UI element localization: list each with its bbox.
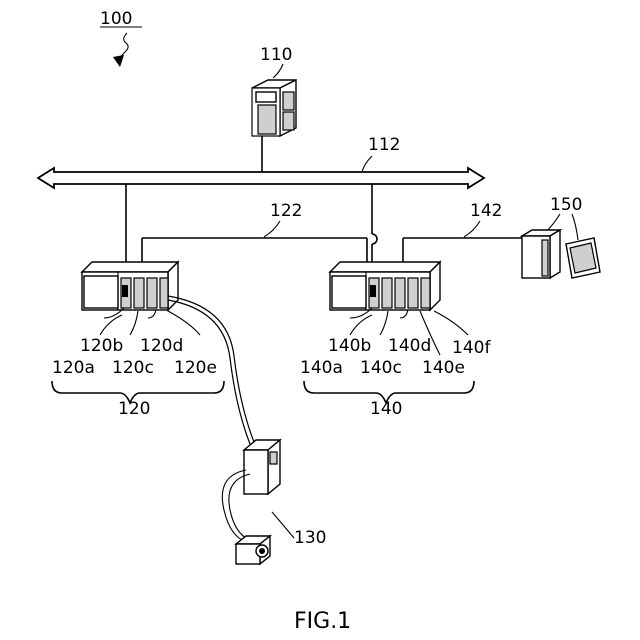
server-icon xyxy=(252,80,296,136)
unit-120e-leader xyxy=(168,311,200,335)
bus-crossover xyxy=(372,234,377,244)
plc-right-icon xyxy=(330,262,440,310)
plc-right-ref-label: 140 xyxy=(370,399,402,419)
unit-140f-label: 140f xyxy=(452,338,491,358)
unit-120a-leader xyxy=(100,315,122,335)
field-network-right-ref-leader xyxy=(464,221,480,237)
unit-140f-leader xyxy=(434,311,468,335)
plc-left-icon xyxy=(82,262,178,310)
unit-140b-label: 140b xyxy=(328,336,371,356)
figure-caption: FIG.1 xyxy=(294,609,351,634)
unit-140e-label: 140e xyxy=(422,358,465,378)
unit-140c-label: 140c xyxy=(360,358,402,378)
unit-120e-label: 120e xyxy=(174,358,217,378)
unit-120a-label: 120a xyxy=(52,358,95,378)
device-controller-icon xyxy=(244,440,280,494)
terminals-ref-leader-pc xyxy=(548,214,560,230)
desktop-pc-icon xyxy=(522,230,560,278)
unit-120c-label: 120c xyxy=(112,358,154,378)
terminals-ref-leader-tablet xyxy=(572,214,578,240)
tablet-icon xyxy=(566,238,600,278)
device-ref-leader xyxy=(272,512,294,538)
unit-120b-label: 120b xyxy=(80,336,123,356)
system-ref-label: 100 xyxy=(100,9,132,29)
unit-140a-label: 140a xyxy=(300,358,343,378)
camera-icon xyxy=(236,536,270,564)
unit-140d-label: 140d xyxy=(388,336,431,356)
server-ref-label: 110 xyxy=(260,45,292,65)
network-bus-ref-label: 112 xyxy=(368,135,400,155)
field-network-left-ref-leader xyxy=(264,221,280,237)
device-camera-cable-a xyxy=(222,470,246,542)
device-ref-label: 130 xyxy=(294,528,326,548)
plc-left-ref-label: 120 xyxy=(118,399,150,419)
unit-140c-leader xyxy=(380,311,388,335)
system-ref-arrowhead xyxy=(113,55,124,67)
unit-120d-label: 120d xyxy=(140,336,183,356)
field-network-left-ref-label: 122 xyxy=(270,201,302,221)
terminals-ref-label: 150 xyxy=(550,195,582,215)
unit-140d-leader xyxy=(400,310,408,318)
network-bus-ref-leader xyxy=(362,156,372,172)
server-ref-leader xyxy=(273,64,283,78)
field-network-right-ref-label: 142 xyxy=(470,201,502,221)
unit-120c-leader xyxy=(130,311,138,335)
network-bus-arrow xyxy=(38,168,484,188)
unit-120d-leader xyxy=(148,310,156,318)
